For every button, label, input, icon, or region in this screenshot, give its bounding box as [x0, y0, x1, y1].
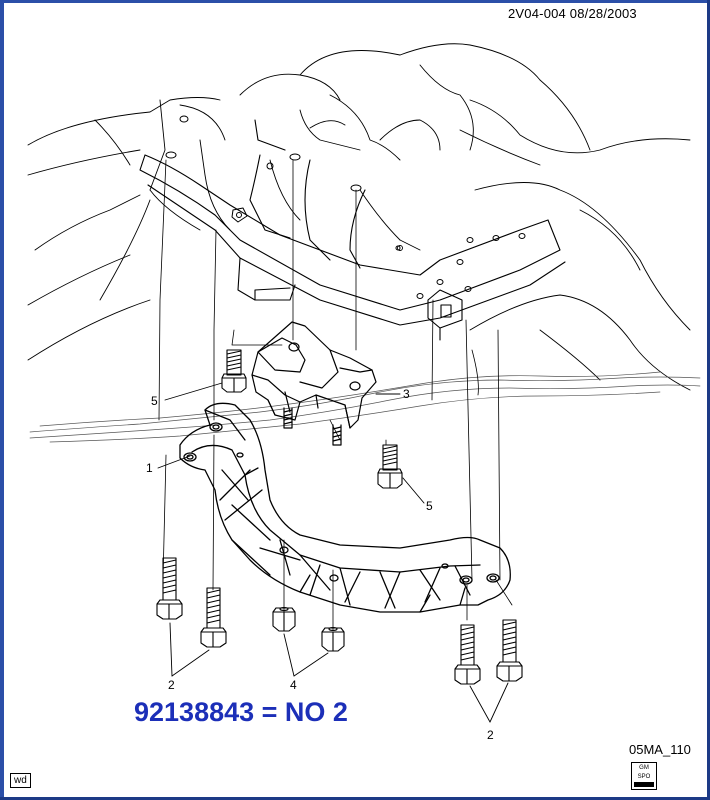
figure-code: 05MA_110 [629, 742, 691, 757]
transmission-mount [251, 321, 377, 446]
logo-line-2: SPO [637, 774, 651, 780]
transmission-outline [29, 371, 701, 443]
bolt-lower-left-b [200, 587, 227, 648]
bolt-upper-left [221, 349, 247, 393]
bolt-lower-left-a [156, 557, 183, 620]
ref-number-3: 3 [403, 387, 410, 401]
logo-bar [634, 782, 654, 787]
logo-line-1: GM [639, 765, 649, 771]
crossmember [179, 402, 511, 613]
alignment-lines [158, 159, 513, 631]
wd-tag: wd [10, 773, 31, 788]
ref-number-2-left: 2 [168, 678, 175, 692]
vehicle-underbody [27, 43, 691, 391]
nut-right [321, 626, 345, 652]
nut-left [272, 606, 296, 632]
frame-rail-holes [165, 115, 526, 299]
page-frame-shadow-bottom [0, 797, 710, 800]
document-id: 2V04-004 08/28/2003 [508, 6, 637, 21]
leader-lines [157, 382, 509, 723]
bolt-upper-right [377, 444, 403, 489]
bolt-lower-right-b [496, 619, 523, 682]
ref-number-4: 4 [290, 678, 297, 692]
ref-number-5-lower: 5 [426, 499, 433, 513]
gm-spo-logo: GM SPO [631, 762, 657, 790]
ref-number-5-upper: 5 [151, 394, 158, 408]
ref-number-2-right: 2 [487, 728, 494, 742]
bolt-lower-right-a [454, 624, 481, 685]
page-frame-shadow-right [707, 0, 710, 800]
frame-rail [139, 119, 566, 341]
ref-number-1: 1 [146, 461, 153, 475]
part-number-callout: 92138843 = NO 2 [134, 697, 348, 727]
